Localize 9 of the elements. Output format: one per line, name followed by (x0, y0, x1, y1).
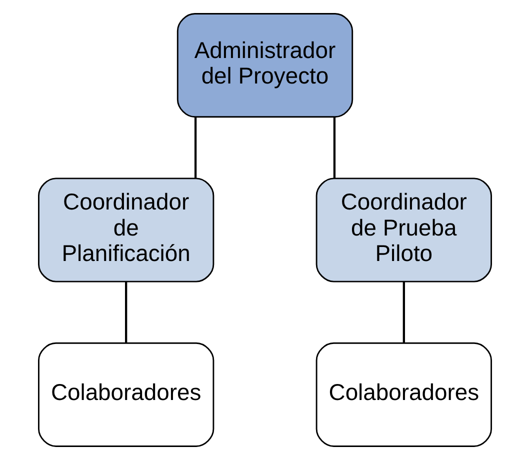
connector (402, 282, 405, 343)
connector (194, 116, 197, 178)
node-box: Administrador del Proyecto (176, 13, 354, 118)
node-box: Coordinador de Planificación (38, 178, 214, 282)
node-box: Colaboradores (316, 342, 492, 447)
node-box: Colaboradores (38, 342, 214, 447)
connector (333, 116, 336, 178)
node-box: Coordinador de Prueba Piloto (316, 178, 492, 282)
connector (125, 282, 128, 343)
